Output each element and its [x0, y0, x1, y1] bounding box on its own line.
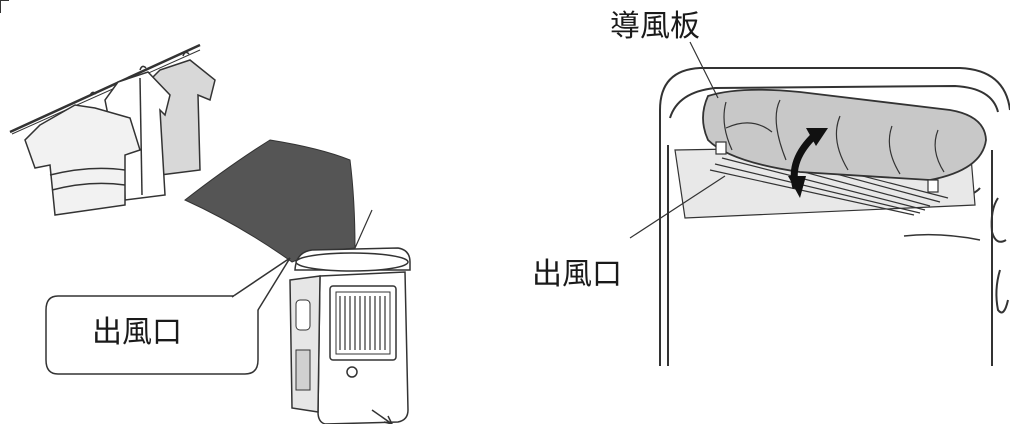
louver-pointer [354, 209, 373, 249]
outlet-label: 出風口 [532, 257, 622, 292]
left-diagram: 出風口 [0, 0, 480, 424]
dehumidifier-icon [289, 247, 411, 424]
corner-mark [0, 0, 9, 13]
airflow-icon [184, 139, 356, 263]
left-illustration [9, 43, 411, 424]
callout-label-outlet: 出風口 [92, 315, 182, 350]
louver-leader-line [689, 41, 719, 99]
right-diagram: 導風板 出風口 [500, 0, 1010, 424]
hanging-clothes-icon [9, 43, 216, 216]
louver-label: 導風板 [610, 9, 700, 44]
outlet-leader-line [629, 175, 726, 239]
right-illustration [629, 41, 1010, 366]
louver-icon [702, 88, 987, 181]
double-arrow-icon [788, 128, 828, 198]
